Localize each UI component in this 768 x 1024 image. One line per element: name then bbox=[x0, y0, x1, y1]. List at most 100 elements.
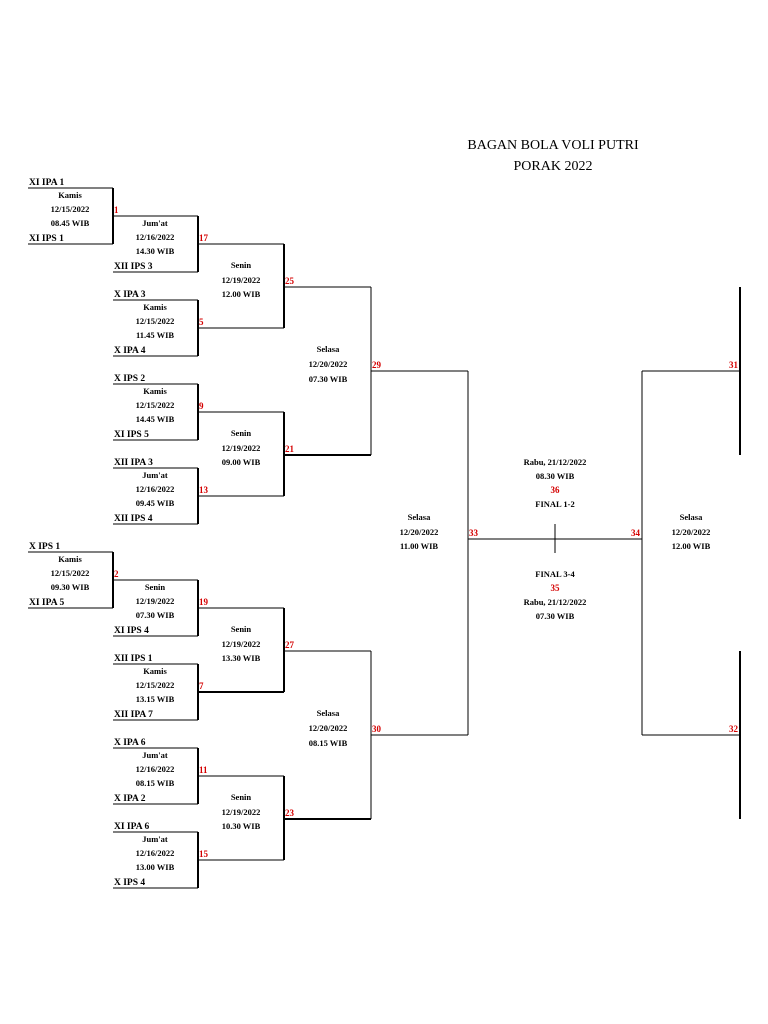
match-number: 11 bbox=[199, 765, 208, 775]
match-number: 32 bbox=[729, 724, 739, 734]
match-number: 1 bbox=[114, 205, 119, 215]
match-date: 12/19/2022 bbox=[136, 596, 175, 606]
match-date: 12/20/2022 bbox=[309, 723, 348, 733]
match-number: 2 bbox=[114, 569, 119, 579]
match-number: 27 bbox=[285, 640, 295, 650]
match-number: 15 bbox=[199, 849, 209, 859]
match-numbers: 1 17 5 25 9 13 21 29 2 19 7 27 11 15 23 … bbox=[114, 205, 739, 859]
match-time: 07.30 WIB bbox=[309, 374, 348, 384]
match-time: 12.00 WIB bbox=[222, 289, 261, 299]
final-1-2-schedule: Rabu, 21/12/2022 bbox=[524, 457, 587, 467]
match-day: Kamis bbox=[143, 302, 167, 312]
match-date: 12/20/2022 bbox=[309, 359, 348, 369]
match-day: Selasa bbox=[680, 512, 703, 522]
team-label: XII IPS 1 bbox=[114, 654, 153, 664]
match-date: 12/19/2022 bbox=[222, 807, 261, 817]
team-label: XI IPS 5 bbox=[114, 430, 149, 440]
team-label: X IPS 4 bbox=[114, 878, 145, 888]
match-date: 12/15/2022 bbox=[51, 204, 90, 214]
final-3-4-label: FINAL 3-4 bbox=[535, 569, 575, 579]
match-time: 13.15 WIB bbox=[136, 694, 175, 704]
match-day: Kamis bbox=[58, 554, 82, 564]
match-time: 14.45 WIB bbox=[136, 414, 175, 424]
match-time: 11.00 WIB bbox=[400, 541, 438, 551]
match-day: Jum'at bbox=[142, 750, 168, 760]
team-label: XI IPS 1 bbox=[29, 234, 64, 244]
match-time: 07.30 WIB bbox=[136, 610, 175, 620]
finals-info: Rabu, 21/12/2022 08.30 WIB 36 FINAL 1-2 … bbox=[524, 457, 587, 621]
match-date: 12/20/2022 bbox=[400, 527, 439, 537]
team-label: XII IPA 7 bbox=[114, 710, 153, 720]
match-number: 29 bbox=[372, 360, 382, 370]
match-day: Senin bbox=[145, 582, 166, 592]
match-day: Selasa bbox=[408, 512, 431, 522]
match-number: 13 bbox=[199, 485, 209, 495]
match-time: 09.45 WIB bbox=[136, 498, 175, 508]
match-time: 08.45 WIB bbox=[51, 218, 90, 228]
match-number: 30 bbox=[372, 724, 382, 734]
match-date: 12/19/2022 bbox=[222, 275, 261, 285]
match-day: Senin bbox=[231, 624, 252, 634]
final-1-2-number: 36 bbox=[551, 485, 561, 495]
match-date: 12/15/2022 bbox=[136, 680, 175, 690]
team-label: X IPS 2 bbox=[114, 374, 145, 384]
final-3-4-number: 35 bbox=[551, 583, 561, 593]
match-time: 10.30 WIB bbox=[222, 821, 261, 831]
bracket-title: BAGAN BOLA VOLI PUTRI bbox=[467, 138, 639, 153]
match-day: Senin bbox=[231, 792, 252, 802]
match-day: Selasa bbox=[317, 708, 340, 718]
match-day: Kamis bbox=[143, 386, 167, 396]
match-number: 9 bbox=[199, 401, 204, 411]
match-number: 5 bbox=[199, 317, 204, 327]
bracket-subtitle: PORAK 2022 bbox=[514, 159, 593, 174]
match-date: 12/19/2022 bbox=[222, 443, 261, 453]
team-label: XI IPS 4 bbox=[114, 626, 149, 636]
match-schedules: Kamis 12/15/2022 08.45 WIB Jum'at 12/16/… bbox=[51, 190, 711, 872]
team-label: XI IPA 1 bbox=[29, 178, 64, 188]
team-labels: XI IPA 1 XI IPS 1 XII IPS 3 X IPA 3 X IP… bbox=[29, 178, 153, 888]
match-date: 12/16/2022 bbox=[136, 764, 175, 774]
final-3-4-time: 07.30 WIB bbox=[536, 611, 575, 621]
match-day: Senin bbox=[231, 428, 252, 438]
match-time: 09.30 WIB bbox=[51, 582, 90, 592]
team-label: XI IPA 6 bbox=[114, 822, 149, 832]
match-day: Jum'at bbox=[142, 834, 168, 844]
match-date: 12/16/2022 bbox=[136, 848, 175, 858]
match-number: 21 bbox=[285, 444, 295, 454]
match-date: 12/15/2022 bbox=[51, 568, 90, 578]
final-1-2-time: 08.30 WIB bbox=[536, 471, 575, 481]
match-time: 09.00 WIB bbox=[222, 457, 261, 467]
team-label: X IPA 4 bbox=[114, 346, 146, 356]
final-1-2-label: FINAL 1-2 bbox=[535, 499, 574, 509]
match-date: 12/16/2022 bbox=[136, 232, 175, 242]
match-number: 17 bbox=[199, 233, 209, 243]
match-day: Jum'at bbox=[142, 218, 168, 228]
match-number: 31 bbox=[729, 360, 739, 370]
match-day: Senin bbox=[231, 260, 252, 270]
team-label: XII IPS 3 bbox=[114, 262, 153, 272]
team-label: XII IPS 4 bbox=[114, 514, 153, 524]
bracket-lines bbox=[28, 187, 741, 889]
match-day: Selasa bbox=[317, 344, 340, 354]
team-label: X IPA 3 bbox=[114, 290, 146, 300]
team-label: XI IPA 5 bbox=[29, 598, 64, 608]
match-date: 12/19/2022 bbox=[222, 639, 261, 649]
match-time: 08.15 WIB bbox=[136, 778, 175, 788]
team-label: XII IPA 3 bbox=[114, 458, 153, 468]
match-number: 33 bbox=[469, 528, 479, 538]
match-time: 12.00 WIB bbox=[672, 541, 711, 551]
match-time: 14.30 WIB bbox=[136, 246, 175, 256]
match-day: Kamis bbox=[58, 190, 82, 200]
match-day: Jum'at bbox=[142, 470, 168, 480]
match-date: 12/15/2022 bbox=[136, 400, 175, 410]
team-label: X IPA 2 bbox=[114, 794, 146, 804]
match-number: 34 bbox=[631, 528, 641, 538]
match-number: 23 bbox=[285, 808, 295, 818]
match-time: 08.15 WIB bbox=[309, 738, 348, 748]
final-3-4-schedule: Rabu, 21/12/2022 bbox=[524, 597, 587, 607]
match-date: 12/16/2022 bbox=[136, 484, 175, 494]
match-date: 12/15/2022 bbox=[136, 316, 175, 326]
team-label: X IPA 6 bbox=[114, 738, 146, 748]
match-time: 11.45 WIB bbox=[136, 330, 174, 340]
